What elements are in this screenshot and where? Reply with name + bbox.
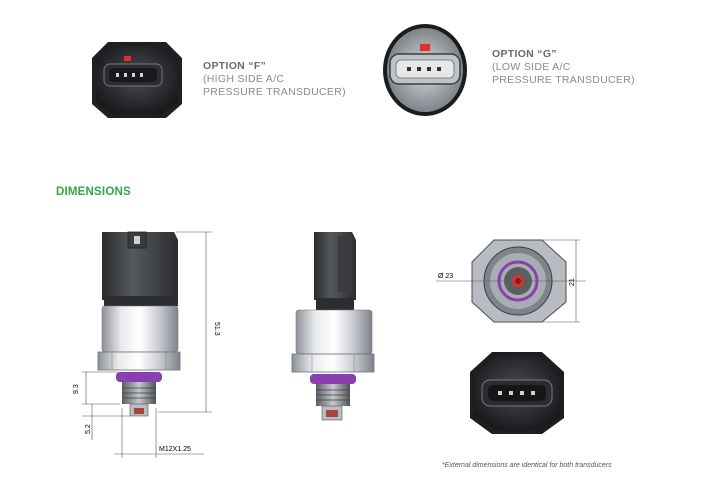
- option-f-title: OPTION “F”: [203, 60, 267, 72]
- dim-hex-width: 21: [569, 278, 576, 286]
- dim-hex-height: 9.3: [73, 384, 80, 394]
- option-f-line2: PRESSURE TRANSDUCER): [203, 86, 346, 98]
- option-f-connector-image: [92, 42, 182, 118]
- footnote: *External dimensions are identical for b…: [442, 462, 612, 469]
- dimensions-heading: DIMENSIONS: [56, 186, 131, 198]
- dim-total-height: 51.3: [213, 322, 220, 336]
- front-view-connector: [470, 352, 564, 434]
- option-g-title: OPTION “G”: [492, 48, 557, 60]
- option-g-line2: PRESSURE TRANSDUCER): [492, 74, 635, 86]
- option-g-connector-image: [383, 24, 467, 116]
- dim-thread-height: 5.2: [85, 424, 92, 434]
- front-view-hex: [436, 239, 586, 323]
- side-view-2: [291, 232, 375, 421]
- option-g-line1: (LOW SIDE A/C: [492, 61, 571, 73]
- dim-thread-spec: M12X1.25: [159, 446, 191, 453]
- side-view-1: [82, 231, 212, 458]
- dim-diameter: Ø 23: [438, 273, 453, 280]
- option-f-line1: (HIGH SIDE A/C: [203, 73, 285, 85]
